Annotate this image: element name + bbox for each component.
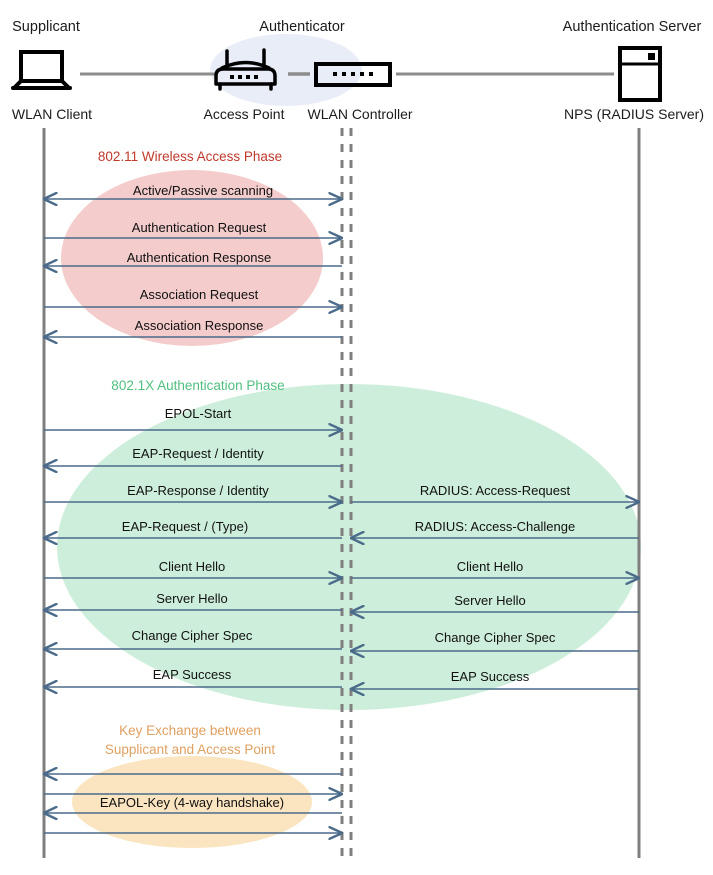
msg-label-eap-response-identity: EAP-Response / Identity	[127, 483, 269, 498]
server-icon	[618, 46, 662, 102]
actor-role-authentication-server: Authentication Server	[562, 19, 702, 35]
phase-key-ellipse	[72, 756, 312, 848]
msg-label-eap-success-left: EAP Success	[152, 667, 232, 682]
wlan-controller-icon	[314, 62, 392, 87]
phase-80211-ellipse	[61, 170, 323, 346]
msg-label-change-cipher-spec-right: Change Cipher Spec	[434, 630, 556, 645]
msg-label-epol-start: EPOL-Start	[164, 406, 232, 421]
access-point-icon	[214, 48, 277, 91]
phase-label-8021x: 802.1X Authentication Phase	[111, 378, 285, 393]
msg-label-client-hello-left: Client Hello	[158, 559, 226, 574]
msg-label-client-hello-right: Client Hello	[456, 559, 524, 574]
message-arrows-right	[351, 502, 639, 689]
msg-label-eapol-key-handshake: EAPOL-Key (4-way handshake)	[99, 795, 285, 810]
access-point-leds	[230, 75, 258, 79]
msg-label-radius-access-request: RADIUS: Access-Request	[419, 483, 571, 498]
msg-label-eap-request-type: EAP-Request / (Type)	[121, 519, 249, 534]
msg-label-radius-access-challenge: RADIUS: Access-Challenge	[414, 519, 576, 534]
laptop-icon	[11, 50, 72, 90]
msg-label-eap-request-identity: EAP-Request / Identity	[132, 446, 264, 461]
msg-label-change-cipher-spec-left: Change Cipher Spec	[131, 628, 253, 643]
authenticator-group-ellipse	[210, 34, 362, 106]
actor-device-wlan-controller: WLAN Controller	[307, 106, 413, 122]
actor-role-supplicant: Supplicant	[12, 19, 80, 35]
msg-label-association-response: Association Response	[134, 318, 264, 333]
phase-8021x-ellipse	[57, 384, 641, 710]
actor-device-wlan-client: WLAN Client	[11, 106, 93, 122]
msg-label-association-request: Association Request	[139, 287, 259, 302]
msg-label-server-hello-right: Server Hello	[454, 593, 526, 608]
actor-device-nps-radius-server: NPS (RADIUS Server)	[563, 106, 705, 122]
msg-label-active-passive-scanning: Active/Passive scanning	[132, 183, 274, 198]
msg-label-authentication-response: Authentication Response	[126, 250, 272, 265]
actor-device-access-point: Access Point	[203, 106, 285, 122]
phase-label-80211: 802.11 Wireless Access Phase	[97, 149, 283, 164]
msg-label-server-hello-left: Server Hello	[156, 591, 228, 606]
phase-label-key-exchange: Key Exchange between Supplicant and Acce…	[104, 723, 276, 757]
msg-label-eap-success-right: EAP Success	[450, 669, 530, 684]
msg-label-authentication-request: Authentication Request	[131, 220, 267, 235]
message-arrows-left	[44, 199, 342, 833]
actor-role-authenticator: Authenticator	[259, 19, 345, 35]
